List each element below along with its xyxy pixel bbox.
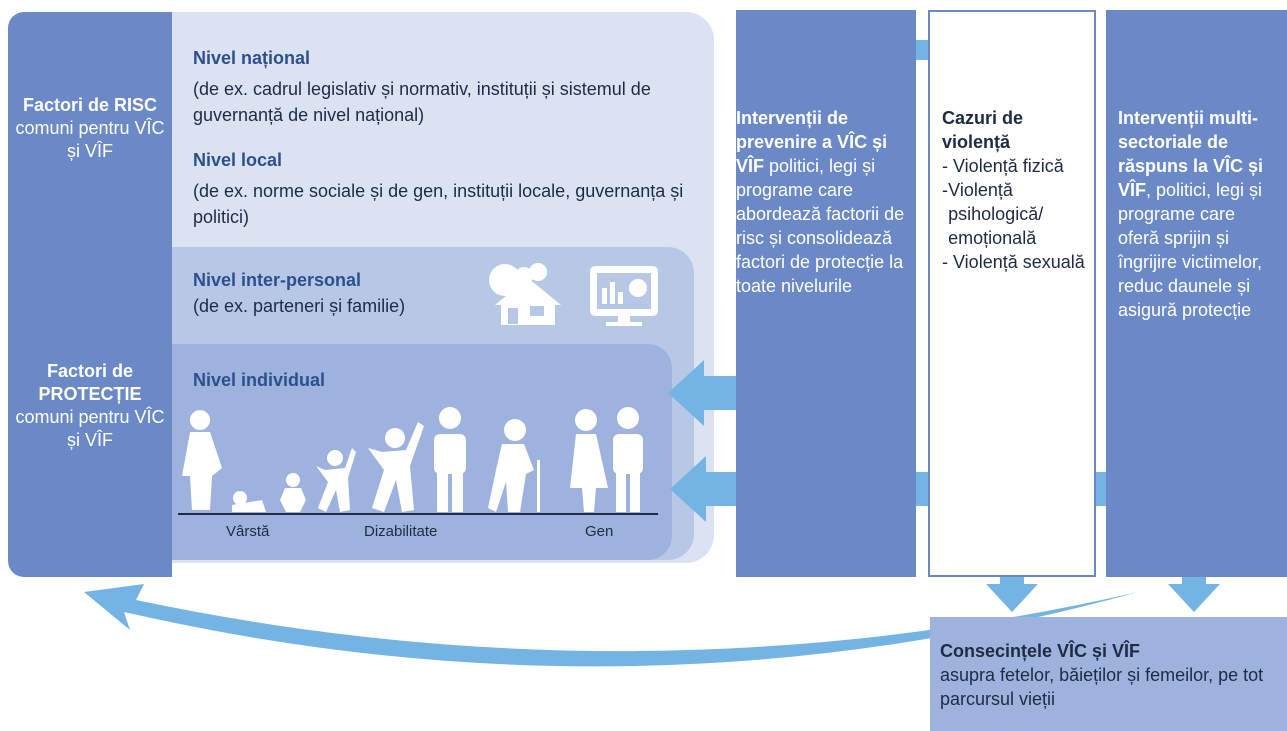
consequences-bold: Consecințele VÎC și VÎF [940,641,1141,661]
consequences-rest: asupra fetelor, băieților și femeilor, p… [940,665,1264,709]
axis-label-disability: Dizabilitate [364,523,438,540]
national-level-title: Nivel național [193,48,311,68]
arrow-response-to-consequences [1168,547,1220,612]
prevention-rest: politici, legi și programe care abordeaz… [736,156,905,296]
response-text: Intervenții multi-sectoriale de răspuns … [1118,106,1278,322]
individual-level-title: Nivel individual [193,370,326,390]
protection-factors-bold: Factori de PROTECȚIE [38,361,142,404]
local-level-text: (de ex. norme sociale și de gen, institu… [193,181,684,227]
interpersonal-level-text: (de ex. parteneri și familie) [193,296,406,316]
protection-factors-rest: comuni pentru VÎC și VÎF [15,407,165,450]
case-item: - Violență sexuală [942,252,1085,272]
arrow-to-individual-upper [668,360,738,426]
family-house-icon [489,263,561,325]
case-item: - Violență psihologică/ emoțională [942,178,1092,250]
man-icon [613,407,643,512]
prevention-column: Intervenții de prevenire a VÎC și VÎF po… [736,10,916,577]
prevention-bold: Intervenții de prevenire a VÎC și VÎF [736,108,888,176]
case-item-sexual: Violență sexuală [953,252,1085,272]
arrow-from-response-stub [1096,472,1106,506]
child-jumping-icon [316,448,356,512]
elderly-cane-icon [488,419,540,512]
teen-jumping-icon [368,422,424,512]
prevention-text: Intervenții de prevenire a VÎC și VÎF po… [736,106,906,298]
case-item-physical: Violență fizică [953,156,1064,176]
axis-label-age: Vârstă [226,523,270,540]
interpersonal-level-title: Nivel inter-personal [193,270,362,290]
risk-factors-bold: Factori de RISC [22,95,158,115]
case-item: - Violență fizică [942,156,1064,176]
national-level-text: (de ex. cadrul legislativ și normativ, i… [193,79,651,125]
local-level-title: Nivel local [193,150,283,170]
risk-protection-column: Factori de RISC comuni pentru VÎC și VÎF… [8,12,172,577]
pregnant-woman-icon [182,410,222,510]
consequences-content: Consecințele VÎC și VÎF asupra fetelor, … [940,639,1280,711]
toddler-icon [280,473,306,512]
protection-factors-label: Factori de PROTECȚIE comuni pentru VÎC ș… [8,360,172,452]
adult-man-icon [434,407,466,512]
axis-label-gender: Gen [585,523,614,540]
consequences-box: Consecințele VÎC și VÎF asupra fetelor, … [930,617,1287,731]
crawling-baby-icon [232,491,266,512]
woman-icon [570,409,608,512]
arrow-cases-to-consequences [986,547,1038,612]
feedback-arrow-to-risk [84,584,1138,667]
cases-title: Cazuri de violență [942,108,1024,152]
data-monitor-icon [590,266,658,326]
case-item-psychological: Violență psihologică/ emoțională [948,180,1044,248]
response-bold: Intervenții multi-sectoriale de răspuns … [1118,108,1264,200]
response-column: Intervenții multi-sectoriale de răspuns … [1106,10,1287,577]
risk-factors-rest: comuni pentru VÎC și VÎF [15,118,165,161]
cases-content: Cazuri de violență - Violență fizică - V… [942,106,1092,274]
response-rest: , politici, legi și programe care oferă … [1118,180,1263,320]
cases-column: Cazuri de violență - Violență fizică - V… [928,10,1096,577]
risk-factors-label: Factori de RISC comuni pentru VÎC și VÎF [8,94,172,163]
